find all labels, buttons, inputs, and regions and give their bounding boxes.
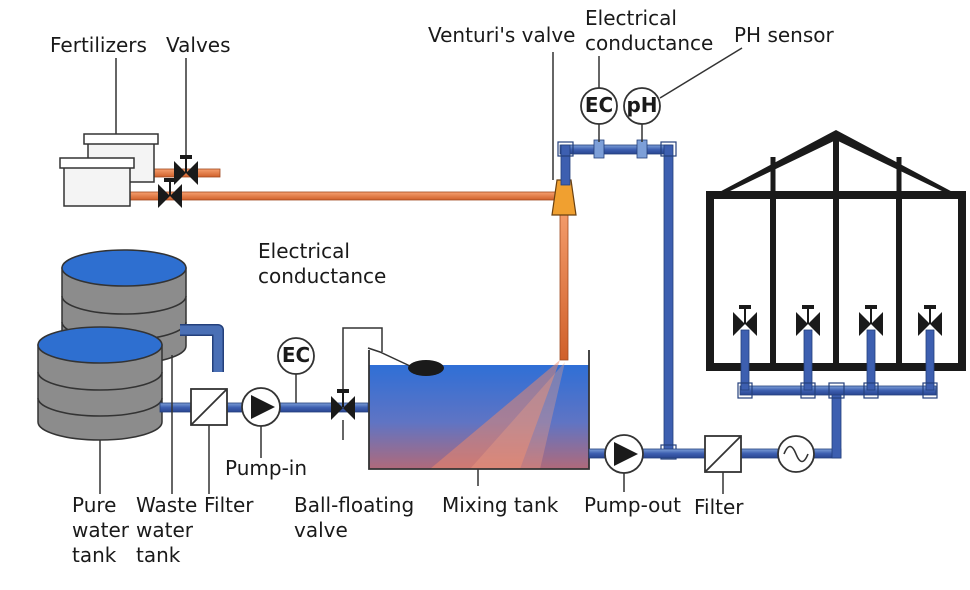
ph-sensor-label: pH (626, 93, 657, 117)
label-fertilizers: Fertilizers (50, 33, 147, 57)
label-filter-right: Filter (694, 495, 744, 519)
label-ec-top-line1: Electrical (585, 6, 677, 30)
pure-water-tank (37, 326, 163, 441)
ec-sensor-mid: EC (277, 337, 315, 403)
ec-sensor-mid-label: EC (282, 343, 310, 367)
label-waste-water-line2: water (136, 518, 194, 542)
pump-out-icon (604, 434, 644, 474)
label-mixing-tank: Mixing tank (442, 493, 559, 517)
flow-meter-icon (777, 435, 815, 473)
label-pure-water-line1: Pure (72, 493, 116, 517)
label-ph-sensor: PH sensor (734, 23, 835, 47)
recirculation-loop (557, 47, 743, 460)
valve-icon (733, 305, 757, 336)
label-pure-water-line3: tank (72, 543, 117, 567)
label-ec-mid-line1: Electrical (258, 239, 350, 263)
waste-return-pipe (180, 324, 224, 372)
ec-sensor-top: EC (580, 87, 618, 125)
greenhouse (706, 130, 966, 371)
label-waste-water-line3: tank (136, 543, 181, 567)
leader-lines (99, 355, 724, 494)
pump-in-icon (241, 387, 281, 427)
valve-icon (796, 305, 820, 336)
ball-floating-valve (331, 327, 383, 440)
ec-sensor-top-label: EC (585, 93, 613, 117)
label-waste-water-line1: Waste (136, 493, 197, 517)
fertilizer-assembly (59, 58, 569, 208)
mixing-tank (367, 347, 590, 486)
label-valves: Valves (166, 33, 231, 57)
valve-icon (918, 305, 942, 336)
venturi-assembly (551, 52, 577, 361)
label-venturi-valve: Venturi's valve (428, 23, 575, 47)
fertilizer-pipe-lower (127, 191, 569, 201)
filter-right (704, 435, 742, 473)
valve-icon (859, 305, 883, 336)
label-filter-left: Filter (204, 493, 254, 517)
greenhouse-manifold (737, 329, 938, 399)
label-pump-out: Pump-out (584, 493, 681, 517)
fertilizer-box-front (59, 157, 135, 207)
labels: Fertilizers Valves Venturi's valve Elect… (50, 6, 835, 567)
label-ball-floating-line1: Ball-floating (294, 493, 414, 517)
valve-icon (158, 178, 182, 208)
label-ec-mid-line2: conductance (258, 264, 386, 288)
filter-left (190, 388, 228, 426)
ph-sensor: pH (623, 87, 661, 125)
label-pure-water-line2: water (72, 518, 130, 542)
label-ec-top-line2: conductance (585, 31, 713, 55)
label-pump-in: Pump-in (225, 456, 307, 480)
venturi-drop-pipe (559, 199, 569, 361)
label-ball-floating-line2: valve (294, 518, 348, 542)
valve-icon (174, 155, 198, 185)
